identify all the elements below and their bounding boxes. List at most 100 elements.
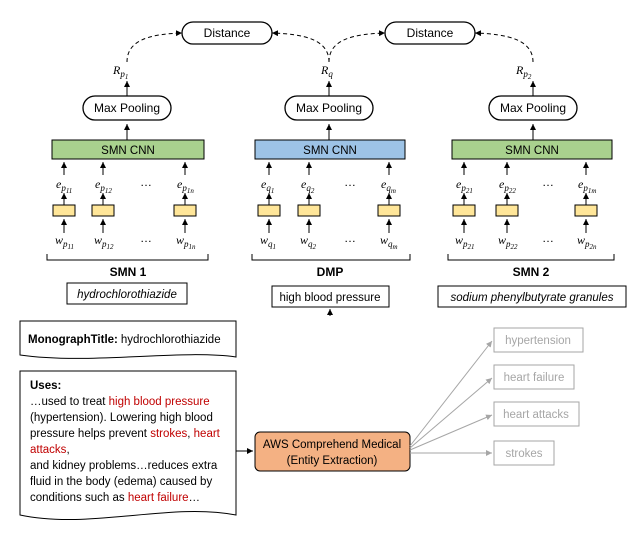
w-label-2: wp12 (94, 233, 114, 251)
term-text: hydrochlorothiazide (77, 289, 177, 301)
ellipsis-e: … (344, 175, 356, 189)
w-label-1: wq1 (260, 233, 276, 251)
highlighted-entity: heart failure (128, 492, 189, 504)
e-label-m: eqm (381, 177, 396, 195)
uses-text: , (66, 444, 69, 456)
term-box-smn2 (437, 285, 627, 308)
w-label-1: wp11 (55, 233, 74, 251)
embedding-box-2 (495, 204, 519, 217)
column-name: DMP (317, 265, 344, 279)
uses-text: fluid in the body (edema) caused by (30, 476, 212, 488)
entity-heart-attacks: heart attacks (503, 409, 569, 421)
uses-line: …used to treat high blood pressure (30, 396, 210, 408)
uses-line: fluid in the body (edema) caused by (30, 476, 212, 488)
distance-label-left: Distance (204, 26, 251, 40)
uses-line: conditions such as heart failure… (30, 492, 200, 504)
cnn-label: SMN CNN (303, 145, 357, 157)
column-name: SMN 2 (513, 265, 550, 279)
entity-heart-failure: heart failure (504, 372, 565, 384)
max-pooling-node-smn1 (82, 95, 172, 121)
r-label-p2: Rp2 (515, 63, 532, 81)
uses-text: and kidney problems…reduces extra (30, 460, 218, 472)
max-pooling-label: Max Pooling (296, 101, 362, 115)
w-label-m: wqm (380, 233, 398, 251)
term-text: high blood pressure (279, 292, 380, 304)
entity-box-hypertension (493, 327, 584, 353)
e-label-2: ep12 (95, 177, 112, 195)
aws-label-line2: (Entity Extraction) (287, 455, 378, 467)
embedding-box-n (574, 204, 598, 217)
uses-line: and kidney problems…reduces extra (30, 460, 218, 472)
e-label-2: eq2 (301, 177, 315, 195)
w-label-2: wp22 (498, 233, 518, 251)
term-box-dmp (271, 285, 390, 308)
uses-text: … (189, 492, 201, 504)
uses-text: (hypertension). Lowering high blood (30, 412, 213, 424)
column-dmp: Max Pooling SMN CNN eq1 eq2 … eqm wq1 wq… (251, 81, 411, 316)
max-pooling-label: Max Pooling (94, 101, 160, 115)
aws-label-line1: AWS Comprehend Medical (263, 439, 401, 451)
embedding-box-2 (91, 204, 115, 217)
cnn-label: SMN CNN (101, 145, 155, 157)
term-box-smn1 (66, 282, 188, 305)
arrow-to-heart-attacks (409, 414, 493, 451)
cnn-label: SMN CNN (505, 145, 559, 157)
uses-text-block: …used to treat high blood pressure (hyper… (30, 396, 221, 504)
monograph-title-text: MonographTitle:hydrochlorothiazide (28, 334, 221, 346)
column-smn1: Max Pooling SMN CNN ep11 ep12 … ep1n wp1… (46, 81, 209, 305)
dashed-arc-right-b (474, 30, 534, 63)
dashed-arc-left-a (126, 30, 183, 63)
w-label-2: wq2 (300, 233, 317, 251)
embedding-box-1 (52, 204, 76, 217)
e-label-n: ep1m (578, 177, 596, 195)
embedding-box-m (377, 204, 401, 217)
ellipsis-w: … (542, 231, 554, 245)
dashed-arc-left-b (271, 30, 330, 63)
max-pooling-node-dmp (284, 95, 374, 121)
uses-heading: Uses: (30, 380, 61, 392)
arrow-to-hypertension (409, 340, 493, 447)
ellipsis-w: … (344, 231, 356, 245)
uses-document-box (19, 370, 237, 521)
r-label-q: Rq (320, 63, 333, 79)
r-label-p1: Rp1 (112, 63, 128, 81)
uses-line: (hypertension). Lowering high blood (30, 412, 213, 424)
w-label-n: wp2n (577, 233, 597, 251)
bracket (46, 254, 209, 261)
entity-box-heart-attacks (493, 401, 580, 427)
distance-label-right: Distance (407, 26, 454, 40)
entity-box-strokes (493, 440, 555, 466)
cnn-box-smn1 (51, 139, 205, 160)
column-smn2: Max Pooling SMN CNN ep21 ep22 … ep1m wp2… (437, 81, 627, 308)
bracket (251, 254, 411, 261)
e-label-1: ep21 (456, 177, 473, 195)
uses-line: attacks, (30, 444, 70, 456)
w-label-1: wp21 (455, 233, 475, 251)
embedding-box-2 (297, 204, 321, 217)
cnn-box-smn2 (451, 139, 613, 160)
monograph-title-box (19, 320, 237, 359)
highlighted-entity: heart (194, 428, 221, 440)
uses-line: pressure helps prevent strokes, heart (30, 428, 221, 440)
uses-text: pressure helps prevent (30, 428, 150, 440)
e-label-2: ep22 (499, 177, 516, 195)
entity-hypertension: hypertension (505, 335, 571, 347)
embedding-box-1 (257, 204, 281, 217)
highlighted-entity: high blood pressure (109, 396, 210, 408)
ellipsis-w: … (140, 231, 152, 245)
highlighted-entity: attacks (30, 444, 67, 456)
embedding-box-1 (452, 204, 476, 217)
ellipsis-e: … (542, 175, 554, 189)
uses-text: …used to treat (30, 396, 109, 408)
max-pooling-label: Max Pooling (500, 101, 566, 115)
bracket (447, 254, 615, 261)
cnn-box-dmp (254, 139, 406, 160)
entity-box-heart-failure (493, 364, 575, 390)
e-label-1: eq1 (261, 177, 274, 195)
uses-text: conditions such as (30, 492, 128, 504)
uses-text: , (187, 428, 193, 440)
dashed-arc-right-a (328, 30, 386, 63)
ellipsis-e: … (140, 175, 152, 189)
aws-comprehend-box (254, 431, 411, 472)
